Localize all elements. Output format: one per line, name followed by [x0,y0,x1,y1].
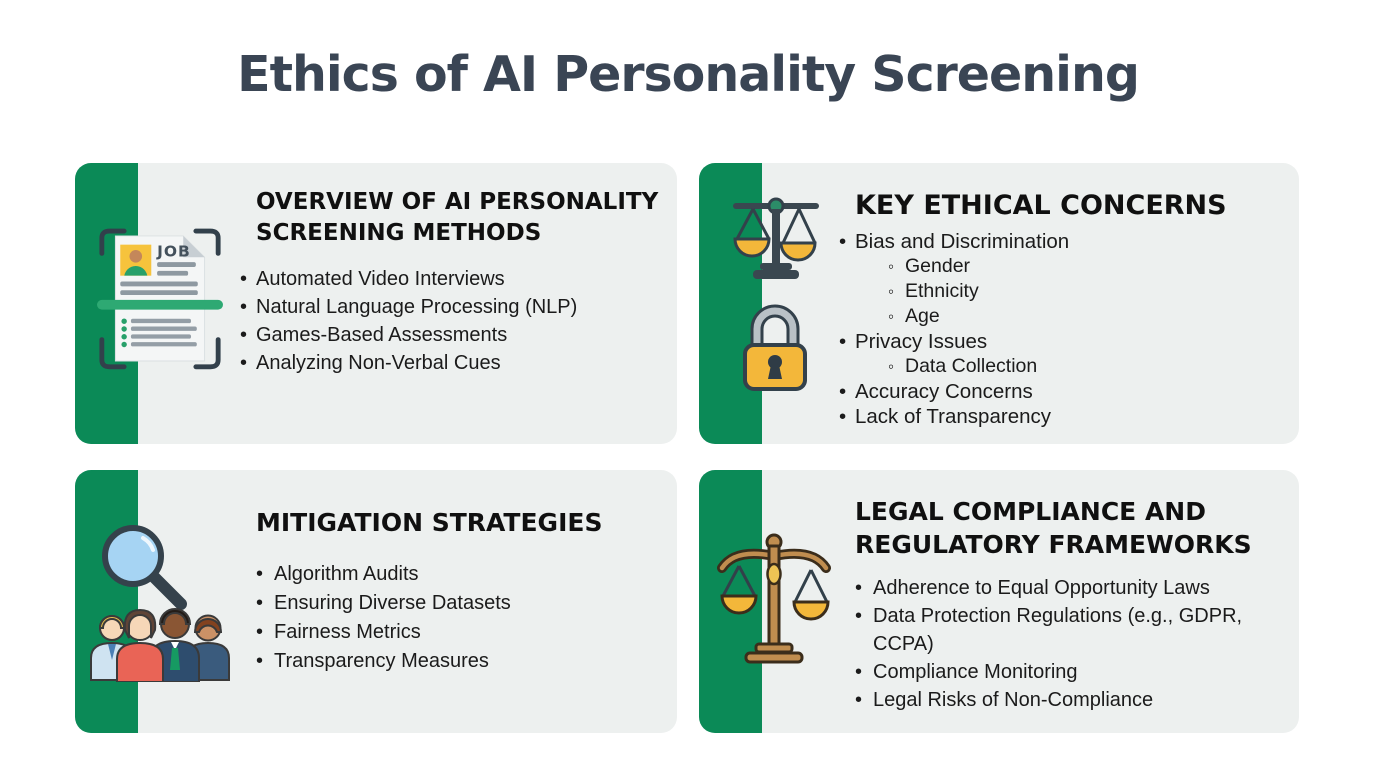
magnifier-people-icon [89,516,231,683]
card-accent-stripe [75,470,138,733]
page-title: Ethics of AI Personality Screening [237,46,1140,103]
bullet-item: •Fairness Metrics [256,618,667,647]
bullet-marker: • [240,324,248,346]
sub-bullet-item: ◦Age [888,305,940,327]
card-mitigation-strategies: MITIGATION STRATEGIES •Algorithm Audits•… [75,470,677,733]
bullet-item: •Natural Language Processing (NLP) [240,293,665,321]
bullet-marker: • [855,577,863,599]
bullet-item: •Algorithm Audits [256,560,667,589]
bullet-marker: • [855,605,863,627]
bullet-marker: • [839,380,847,403]
card-title: OVERVIEW OF AI PERSONALITY SCREENING MET… [256,189,659,246]
bullet-marker: • [240,296,248,318]
bullet-marker: • [256,621,264,643]
card-legal-compliance: LEGAL COMPLIANCE AND REGULATORY FRAMEWOR… [699,470,1299,733]
bullet-marker: • [240,268,248,290]
sub-bullet-marker: ◦ [888,257,895,276]
bullet-item: •Games-Based Assessments [240,321,665,349]
bullet-item: •Data Protection Regulations (e.g., GDPR… [855,602,1293,658]
bullet-list: •Automated Video Interviews•Natural Lang… [240,265,665,377]
bullet-item: •Transparency Measures [256,647,667,676]
bullet-marker: • [855,689,863,711]
sub-bullet-marker: ◦ [888,357,895,376]
bullet-item: •Compliance Monitoring [855,658,1293,686]
bullet-list: •Algorithm Audits•Ensuring Diverse Datas… [256,560,667,676]
sub-bullet-item: ◦Data Collection [888,355,1038,377]
resume-job-label: JOB [156,242,191,260]
bullet-item: •Legal Risks of Non-Compliance [855,686,1293,714]
bullet-marker: • [855,661,863,683]
bullet-item: •Bias and Discrimination [839,230,1070,253]
resume-scan-icon: JOB [97,223,223,371]
card-title: MITIGATION STRATEGIES [256,508,603,537]
bullet-list: •Adherence to Equal Opportunity Laws•Dat… [855,574,1293,714]
card-title: KEY ETHICAL CONCERNS [855,190,1227,221]
bullet-marker: • [256,563,264,585]
bullet-item: •Privacy Issues [839,330,988,353]
bullet-item: •Accuracy Concerns [839,380,1033,403]
sub-bullet-item: ◦Ethnicity [888,280,979,302]
bullet-item: •Analyzing Non-Verbal Cues [240,349,665,377]
bullet-marker: • [839,405,847,428]
bullet-item: •Adherence to Equal Opportunity Laws [855,574,1293,602]
sub-bullet-marker: ◦ [888,282,895,301]
bullet-item: •Automated Video Interviews [240,265,665,293]
bullet-marker: • [839,330,847,353]
bullet-item: •Lack of Transparency [839,405,1051,428]
card-title: LEGAL COMPLIANCE AND REGULATORY FRAMEWOR… [855,497,1252,559]
padlock-icon [743,301,807,391]
sub-bullet-item: ◦Gender [888,255,971,277]
card-overview-methods: JOB [75,163,677,444]
bullet-item: •Ensuring Diverse Datasets [256,589,667,618]
bullet-marker: • [256,650,264,672]
justice-scale-icon [717,532,839,666]
sub-bullet-marker: ◦ [888,307,895,326]
bullet-marker: • [240,352,248,374]
card-key-ethical-concerns: KEY ETHICAL CONCERNS •Bias and Discrimin… [699,163,1299,444]
bullet-marker: • [839,230,847,253]
bullet-list: •Bias and Discrimination◦Gender ◦Ethnicit… [839,229,1291,429]
balance-scale-icon [729,197,823,287]
bullet-marker: • [256,592,264,614]
